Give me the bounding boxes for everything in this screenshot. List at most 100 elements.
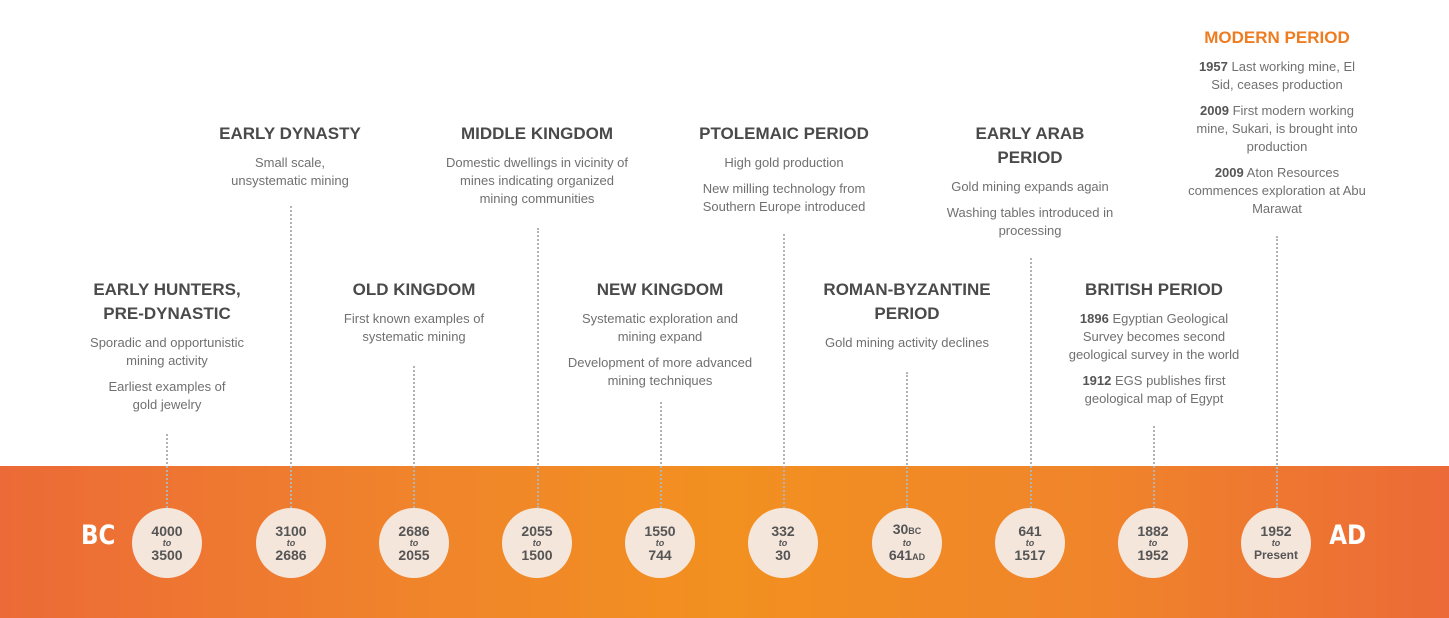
date-to: Present (1253, 547, 1299, 562)
date-to-suffix: AD (912, 551, 926, 562)
connector-line (660, 402, 662, 508)
date-from-suffix: BC (908, 525, 922, 536)
connector-line (1276, 236, 1278, 508)
period-early-dynasty: EARLY DYNASTY Small scale, unsystematic … (190, 122, 390, 198)
period-description: Domestic dwellings in vicinity of mines … (445, 155, 629, 206)
period-new-kingdom: NEW KINGDOM Systematic exploration and m… (560, 278, 760, 398)
date-to: 1500 (521, 546, 553, 563)
date-from: 1550 (644, 522, 676, 539)
event-text: Aton Resources commences exploration at … (1188, 165, 1366, 216)
date-circle: 2686 to 2055 (379, 508, 449, 578)
date-to-word: to (902, 537, 912, 548)
period-roman-byzantine: ROMAN-BYZANTINE PERIOD Gold mining activ… (807, 278, 1007, 360)
period-event: 1896 Egyptian Geological Survey becomes … (1059, 310, 1249, 364)
event-text: Egyptian Geological Survey becomes secon… (1068, 311, 1240, 362)
date-from: 30 (892, 520, 909, 537)
date-to-word: to (286, 537, 296, 548)
connector-line (1030, 258, 1032, 508)
period-description: First known examples of systematic minin… (343, 311, 485, 344)
period-description: Sporadic and opportunistic mining activi… (90, 335, 244, 368)
date-to: 2055 (398, 546, 430, 563)
period-title: EARLY HUNTERS, PRE-DYNASTIC (93, 280, 241, 323)
date-from: 2055 (521, 522, 553, 539)
date-circle: 332 to 30 (748, 508, 818, 578)
date-to-word: to (655, 537, 665, 548)
date-to: 1952 (1137, 546, 1169, 563)
date-from: 332 (771, 522, 795, 539)
date-circle: 30BC to 641AD (872, 508, 942, 578)
period-event: 2009 Aton Resources commences exploratio… (1187, 164, 1367, 218)
period-title: EARLY ARAB PERIOD (975, 124, 1085, 167)
connector-line (1153, 426, 1155, 508)
period-description: High gold production (724, 155, 844, 170)
period-description: Gold mining expands again (951, 179, 1109, 194)
date-to: 641 (888, 546, 913, 563)
period-event: 2009 First modern working mine, Sukari, … (1187, 102, 1367, 156)
period-description: Development of more advanced mining tech… (567, 355, 753, 388)
period-title: EARLY DYNASTY (219, 124, 361, 143)
date-to-word: to (532, 537, 542, 548)
period-british: BRITISH PERIOD 1896 Egyptian Geological … (1054, 278, 1254, 416)
period-title: OLD KINGDOM (352, 280, 476, 299)
connector-line (290, 206, 292, 508)
date-to: 2686 (275, 546, 307, 563)
period-description: New milling technology from Southern Eur… (702, 181, 866, 214)
date-from: 4000 (151, 522, 183, 539)
date-to: 30 (775, 546, 791, 563)
era-label-ad: AD (1329, 520, 1367, 551)
date-circle: 2055 to 1500 (502, 508, 572, 578)
period-title: NEW KINGDOM (596, 280, 724, 299)
date-from: 641 (1018, 522, 1042, 539)
event-year: 1896 (1079, 311, 1109, 326)
date-from: 1882 (1137, 522, 1169, 539)
timeline-band (0, 466, 1449, 618)
event-year: 1912 (1082, 373, 1112, 388)
event-text: EGS publishes first geological map of Eg… (1084, 373, 1226, 406)
date-circle: 1952 to Present (1241, 508, 1311, 578)
event-year: 1957 (1198, 59, 1228, 74)
connector-line (906, 372, 908, 508)
period-early-arab: EARLY ARAB PERIOD Gold mining expands ag… (930, 122, 1130, 248)
period-description: Washing tables introduced in processing (946, 205, 1114, 238)
period-middle-kingdom: MIDDLE KINGDOM Domestic dwellings in vic… (437, 122, 637, 216)
period-title: MIDDLE KINGDOM (460, 124, 614, 143)
date-circle: 1550 to 744 (625, 508, 695, 578)
event-text: Last working mine, El Sid, ceases produc… (1211, 59, 1356, 92)
event-text: First modern working mine, Sukari, is br… (1196, 103, 1358, 154)
date-to-word: to (778, 537, 788, 548)
period-title: BRITISH PERIOD (1085, 280, 1223, 299)
date-to-word: to (162, 537, 172, 548)
period-ptolemaic: PTOLEMAIC PERIOD High gold production Ne… (674, 122, 894, 224)
date-to-word: to (1025, 537, 1035, 548)
period-title: PTOLEMAIC PERIOD (699, 124, 869, 143)
period-early-hunters: EARLY HUNTERS, PRE-DYNASTIC Sporadic and… (67, 278, 267, 422)
period-event: 1957 Last working mine, El Sid, ceases p… (1192, 58, 1362, 94)
period-title: MODERN PERIOD (1204, 28, 1350, 47)
date-to-word: to (1271, 537, 1281, 548)
date-from: 3100 (275, 522, 307, 539)
date-to-word: to (1148, 537, 1158, 548)
connector-line (413, 366, 415, 508)
connector-line (783, 234, 785, 508)
event-year: 2009 (1200, 103, 1229, 118)
date-circle: 641 to 1517 (995, 508, 1065, 578)
period-description: Gold mining activity declines (824, 335, 990, 350)
period-title: ROMAN-BYZANTINE PERIOD (823, 280, 991, 323)
date-to: 3500 (151, 546, 183, 563)
period-event: 1912 EGS publishes first geological map … (1074, 372, 1234, 408)
period-modern: MODERN PERIOD 1957 Last working mine, El… (1177, 26, 1377, 226)
date-circle: 3100 to 2686 (256, 508, 326, 578)
event-year: 2009 (1214, 165, 1244, 180)
date-circle: 4000 to 3500 (132, 508, 202, 578)
date-circle: 1882 to 1952 (1118, 508, 1188, 578)
date-to: 744 (648, 546, 672, 563)
era-label-bc: BC (81, 520, 116, 551)
date-from: 2686 (398, 522, 430, 539)
period-description: Small scale, unsystematic mining (231, 155, 349, 188)
period-old-kingdom: OLD KINGDOM First known examples of syst… (314, 278, 514, 354)
date-to-word: to (409, 537, 419, 548)
connector-line (166, 434, 168, 508)
period-description: Systematic exploration and mining expand (581, 311, 739, 344)
period-description: Earliest examples of gold jewelry (108, 379, 226, 412)
connector-line (537, 228, 539, 508)
